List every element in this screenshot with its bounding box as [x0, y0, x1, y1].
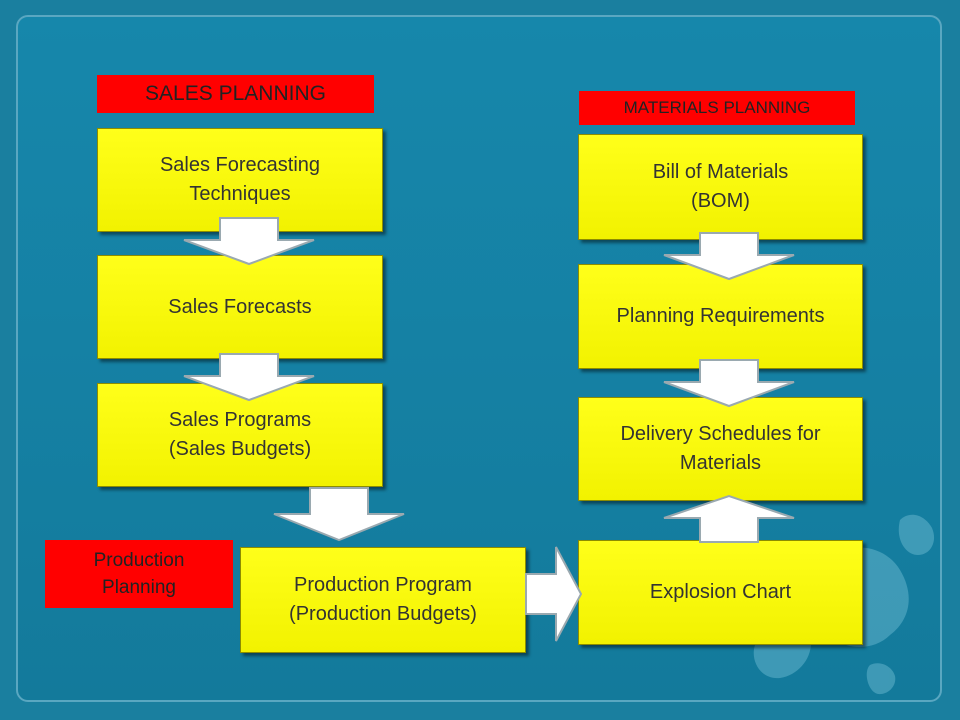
- sales-forecasting-techniques-box: Sales Forecasting Techniques: [97, 128, 383, 232]
- box-text-line: Bill of Materials: [652, 161, 789, 183]
- up-arrow-icon: [663, 494, 795, 543]
- down-arrow-icon: [663, 232, 795, 281]
- box-text-line: (Production Budgets): [289, 603, 477, 625]
- box-text-line: Production Program: [294, 574, 472, 596]
- down-arrow-icon: [273, 487, 405, 542]
- box-text-line: Materials: [679, 452, 762, 474]
- production-planning-label: Production Planning: [45, 540, 233, 608]
- box-text-line: Explosion Chart: [649, 581, 792, 603]
- down-arrow-icon: [183, 217, 315, 266]
- box-text-line: (Sales Budgets): [168, 438, 312, 460]
- box-text-line: Techniques: [189, 183, 291, 205]
- production-program-box: Production Program (Production Budgets): [240, 547, 526, 653]
- delivery-schedules-box: Delivery Schedules for Materials: [578, 397, 863, 501]
- box-text-line: Planning Requirements: [616, 305, 825, 327]
- down-arrow-icon: [183, 353, 315, 402]
- box-text-line: Sales Programs: [168, 409, 312, 431]
- sales-planning-label: SALES PLANNING: [97, 75, 374, 113]
- explosion-chart-box: Explosion Chart: [578, 540, 863, 645]
- bill-of-materials-box: Bill of Materials (BOM): [578, 134, 863, 240]
- box-text-line: Delivery Schedules for: [620, 423, 821, 445]
- box-text-line: (BOM): [691, 190, 750, 212]
- sales-forecasts-box: Sales Forecasts: [97, 255, 383, 359]
- box-text-line: Sales Forecasting: [159, 154, 321, 176]
- box-text-line: Sales Forecasts: [168, 295, 312, 318]
- materials-planning-text: MATERIALS PLANNING: [623, 98, 811, 117]
- materials-planning-label: MATERIALS PLANNING: [579, 91, 855, 125]
- right-arrow-icon: [525, 546, 583, 642]
- production-planning-line-2: Planning: [102, 577, 176, 598]
- down-arrow-icon: [663, 359, 795, 408]
- sales-planning-text: SALES PLANNING: [145, 82, 326, 105]
- production-planning-line-1: Production: [93, 550, 185, 571]
